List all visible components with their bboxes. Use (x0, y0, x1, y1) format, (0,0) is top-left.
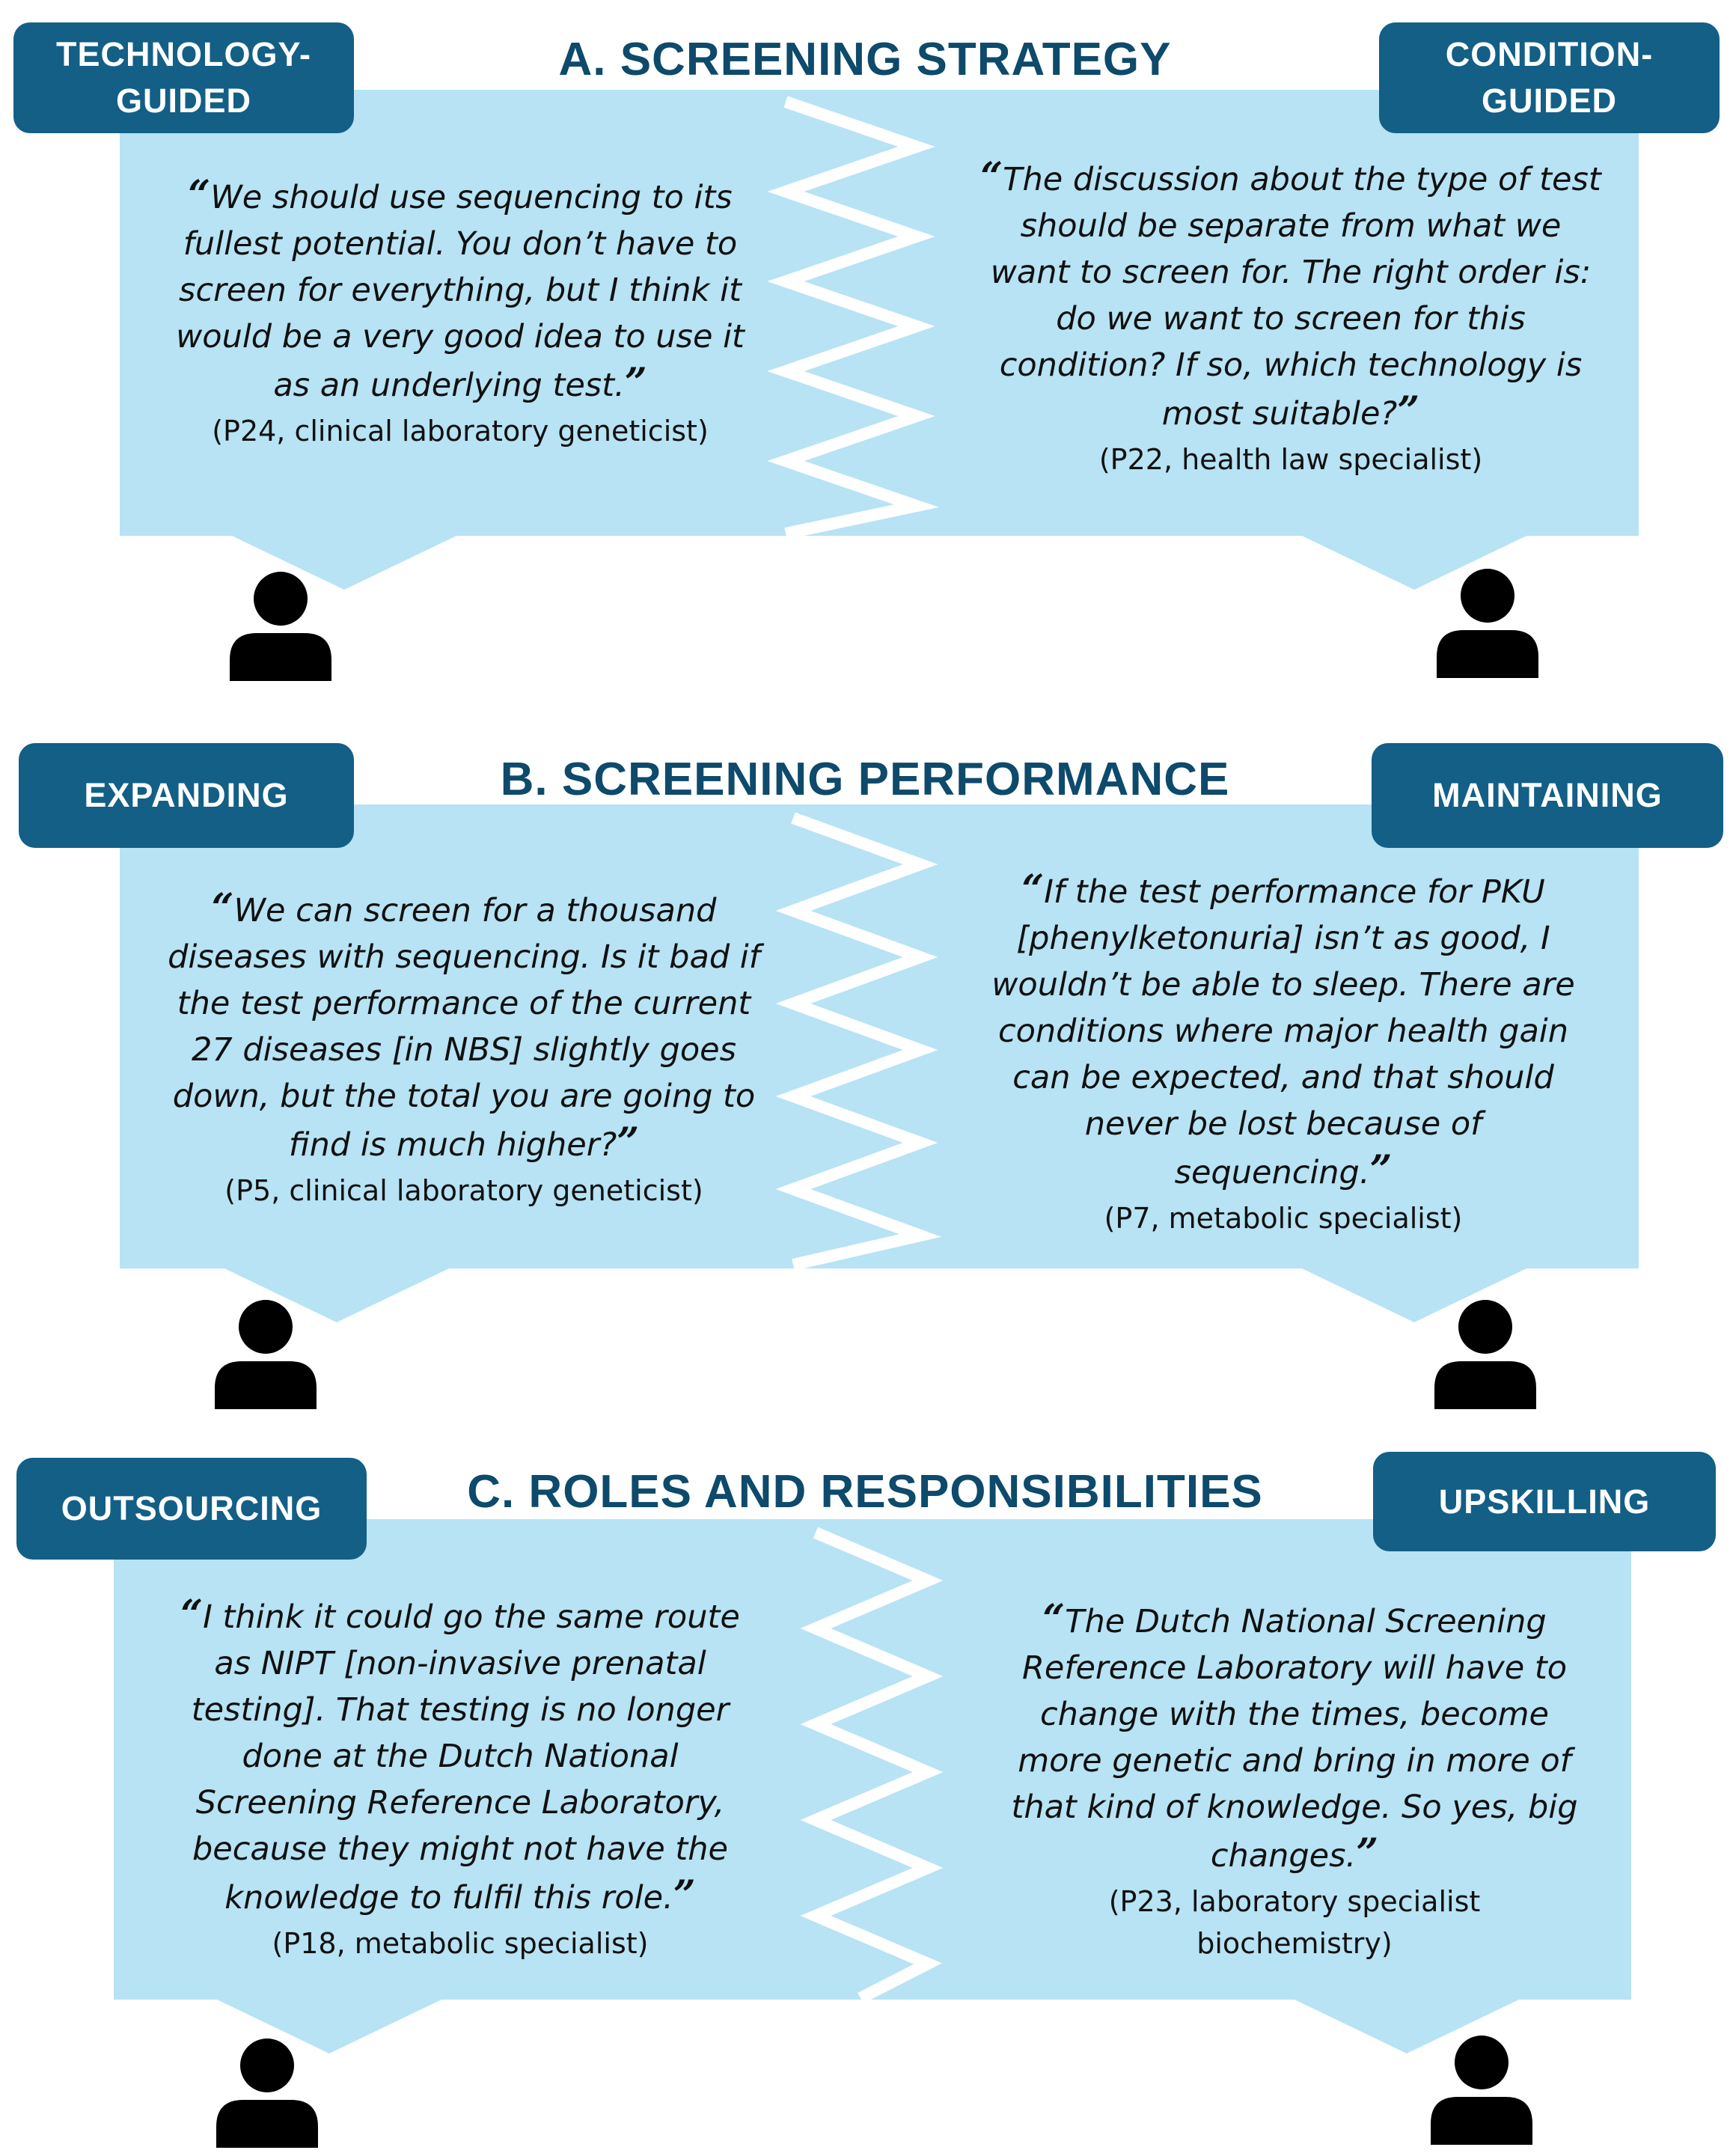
close-quote-mark: ” (617, 1120, 640, 1165)
stance-label-right: UPSKILLING (1373, 1452, 1716, 1551)
stance-label-right: CONDITION- GUIDED (1379, 22, 1720, 133)
section-title: B. SCREENING PERFORMANCE (500, 754, 1230, 805)
open-quote-mark: “ (188, 172, 211, 218)
open-quote-mark: “ (180, 1592, 204, 1637)
quote-attribution: (P5, clinical laboratory geneticist) (224, 1174, 703, 1207)
person-icon (216, 2039, 318, 2148)
open-quote-mark: “ (980, 154, 1003, 200)
close-quote-mark: ” (624, 360, 647, 406)
open-quote-mark: “ (1042, 1596, 1066, 1642)
zigzag-divider (800, 1527, 944, 2002)
section-title: C. ROLES AND RESPONSIBILITIES (467, 1466, 1263, 1518)
person-icon (230, 572, 331, 681)
zigzag-divider (767, 96, 940, 537)
quote-left: “I think it could go the same route as N… (161, 1592, 759, 1964)
stance-label-left: OUTSOURCING (16, 1458, 367, 1560)
quote-text: The discussion about the type of test sh… (990, 161, 1601, 433)
stance-label-right: MAINTAINING (1372, 743, 1723, 848)
person-icon (1434, 1300, 1536, 1409)
quote-text: The Dutch National Screening Reference L… (1011, 1603, 1578, 1875)
quote-attribution: (P23, laboratory specialist biochemistry… (1108, 1885, 1481, 1960)
quote-attribution: (P7, metabolic specialist) (1104, 1202, 1463, 1235)
quote-left: “We should use sequencing to its fullest… (168, 172, 752, 452)
quote-attribution: (P18, metabolic specialist) (272, 1927, 649, 1960)
quote-text: I think it could go the same route as NI… (191, 1598, 740, 1917)
close-quote-mark: ” (1397, 388, 1420, 434)
zigzag-divider (775, 812, 942, 1268)
close-quote-mark: ” (1369, 1147, 1393, 1193)
person-icon (1437, 569, 1538, 678)
close-quote-mark: ” (1356, 1830, 1379, 1876)
quote-text: We should use sequencing to its fullest … (176, 179, 745, 404)
person-icon (1431, 2036, 1532, 2145)
open-quote-mark: “ (1021, 867, 1045, 912)
open-quote-mark: “ (211, 885, 234, 931)
quote-right: “If the test performance for PKU [phenyl… (973, 867, 1594, 1239)
quote-attribution: (P22, health law specialist) (1098, 443, 1483, 476)
stance-label-left: EXPANDING (19, 743, 354, 848)
quote-attribution: (P24, clinical laboratory geneticist) (212, 415, 709, 448)
stance-label-left: TECHNOLOGY- GUIDED (13, 22, 354, 133)
section-title: A. SCREENING STRATEGY (558, 34, 1172, 85)
close-quote-mark: ” (673, 1872, 696, 1918)
quote-left: “We can screen for a thousand diseases w… (153, 885, 774, 1212)
quote-text: We can screen for a thousand diseases wi… (168, 892, 760, 1164)
quote-right: “The Dutch National Screening Reference … (1003, 1596, 1586, 1964)
person-icon (215, 1300, 317, 1409)
quote-text: If the test performance for PKU [phenylk… (991, 873, 1575, 1191)
quote-right: “The discussion about the type of test s… (980, 154, 1601, 480)
